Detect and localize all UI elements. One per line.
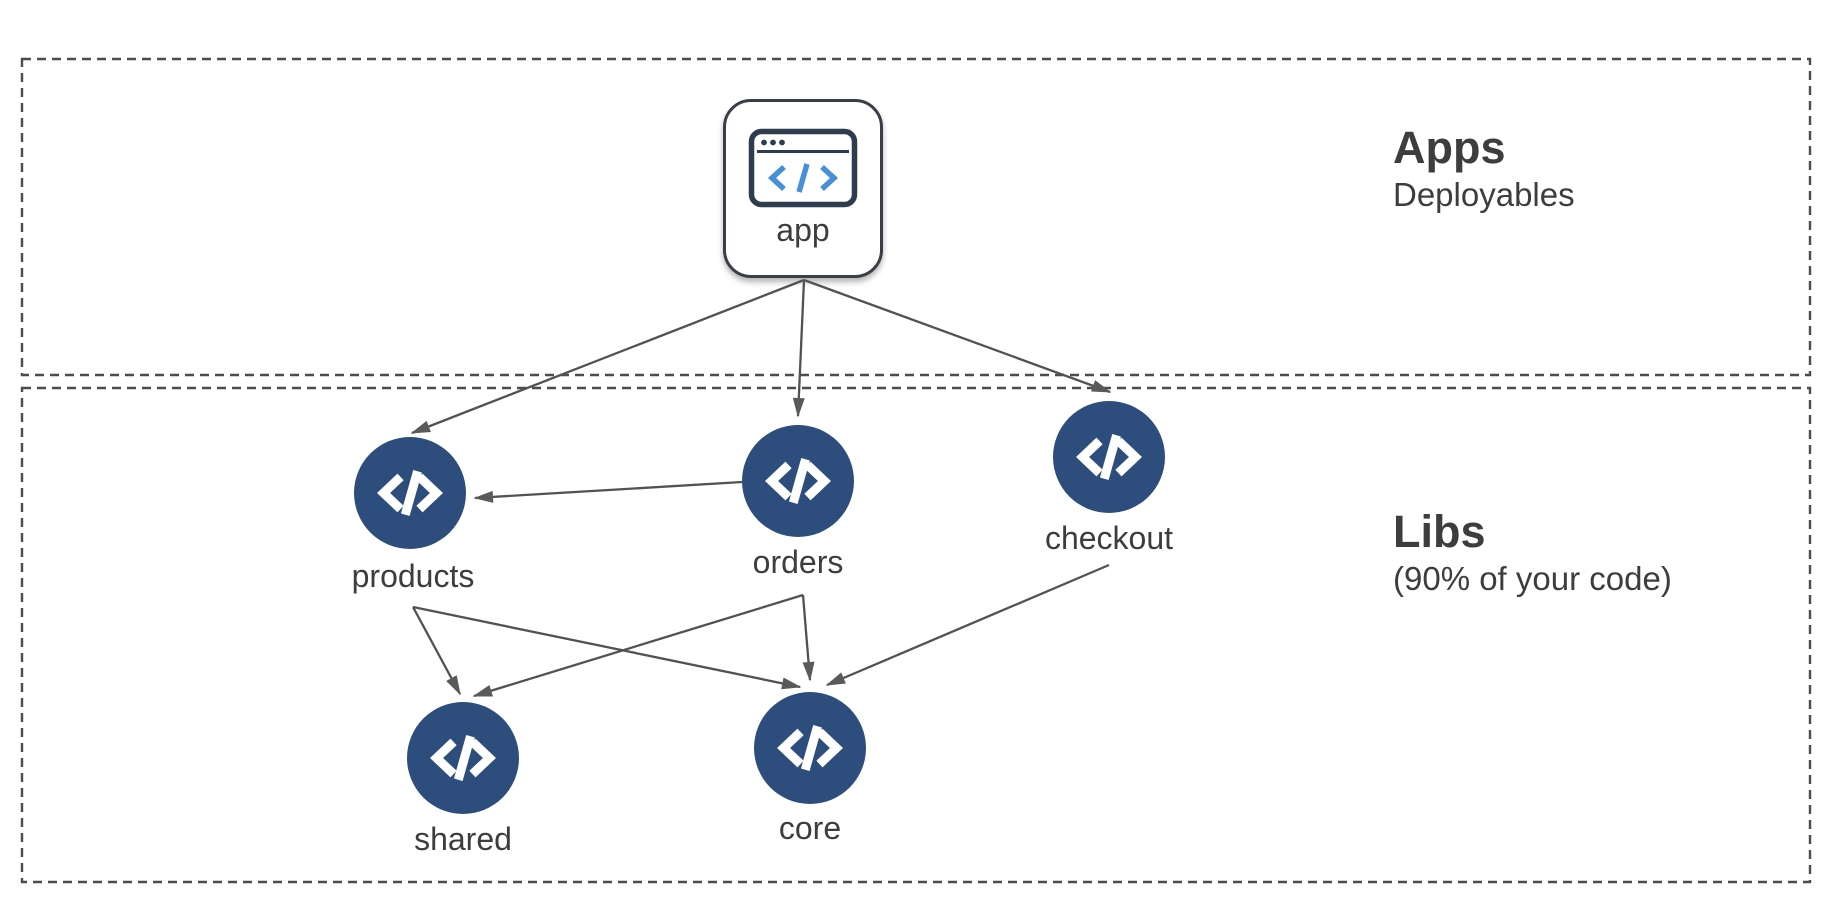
node-app: app [723, 99, 883, 278]
edge-orders-to-core [801, 594, 815, 682]
edge-products-to-shared [411, 606, 462, 696]
code-icon [777, 725, 843, 771]
libs-section-subtitle: (90% of your code) [1393, 559, 1672, 597]
code-icon [765, 458, 831, 504]
node-label-orders: orders [752, 544, 844, 580]
edge-checkout-to-core [825, 563, 1110, 687]
node-label-app: app [776, 212, 830, 248]
node-shared [407, 702, 519, 814]
libs-section-title: Libs [1393, 506, 1486, 557]
libs-section-frame [20, 386, 1812, 884]
apps-section-subtitle: Deployables [1393, 175, 1575, 213]
node-label-shared: shared [414, 821, 512, 857]
code-icon [430, 735, 496, 781]
node-label-checkout: checkout [1044, 520, 1174, 556]
node-orders [742, 425, 854, 537]
edge-orders-to-products [473, 480, 743, 503]
code-icon [1076, 434, 1142, 480]
libs-section-label: Libs (90% of your code) [1393, 506, 1672, 599]
edge-orders-to-shared [472, 593, 804, 698]
node-core [754, 692, 866, 804]
code-icon [377, 470, 443, 516]
node-label-products: products [351, 558, 475, 594]
edge-app-to-orders [792, 279, 806, 418]
edge-products-to-core [412, 605, 802, 690]
edge-app-to-products [410, 278, 805, 435]
apps-section-frame [20, 57, 1812, 377]
browser-window-icon [748, 128, 858, 208]
apps-section-label: Apps Deployables [1393, 122, 1575, 215]
node-label-core: core [778, 810, 842, 846]
node-products [354, 437, 466, 549]
node-checkout [1053, 401, 1165, 513]
edge-app-to-checkout [803, 278, 1112, 394]
apps-section-title: Apps [1393, 122, 1506, 173]
